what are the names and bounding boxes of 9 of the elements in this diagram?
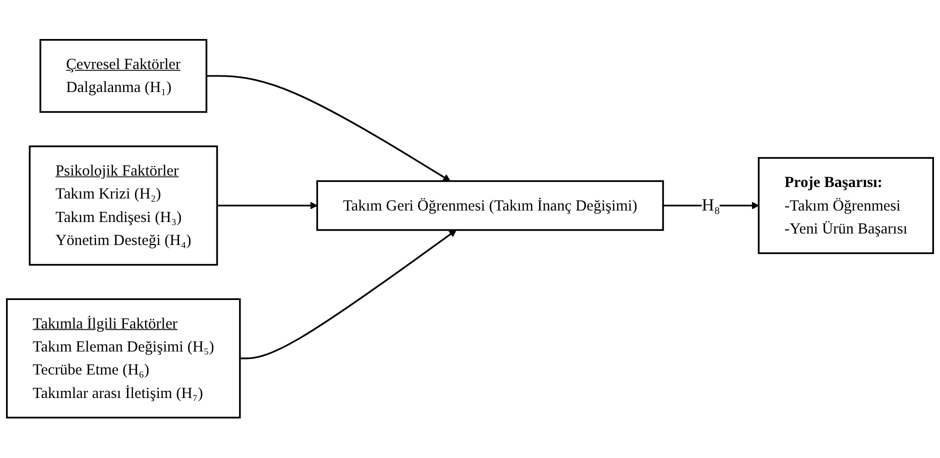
edge-label: H₈ (702, 196, 720, 216)
node-box: Çevresel Faktörler Dalgalanma (H₁) (40, 39, 208, 114)
node-box: Proje Başarısı: -Takım Öğrenmesi -Yeni Ürün Başarısı (758, 157, 934, 254)
node-box: Psikolojik Faktörler Takım Krizi (H₂) Takım Endişesi (H₃) Yönetim Desteği (H₄) (28, 146, 218, 266)
arrow (240, 230, 457, 360)
node-box: Takımla İlgili Faktörler Takım Eleman Değişimi (H₅) Tecrübe Etme (H₆) Takımlar arası İletişim (H₇) (6, 298, 241, 419)
node-box: Takım Geri Öğrenmesi (Takım İnanç Değişimi) (316, 180, 664, 232)
arrow (206, 75, 451, 182)
arrow (217, 202, 318, 210)
